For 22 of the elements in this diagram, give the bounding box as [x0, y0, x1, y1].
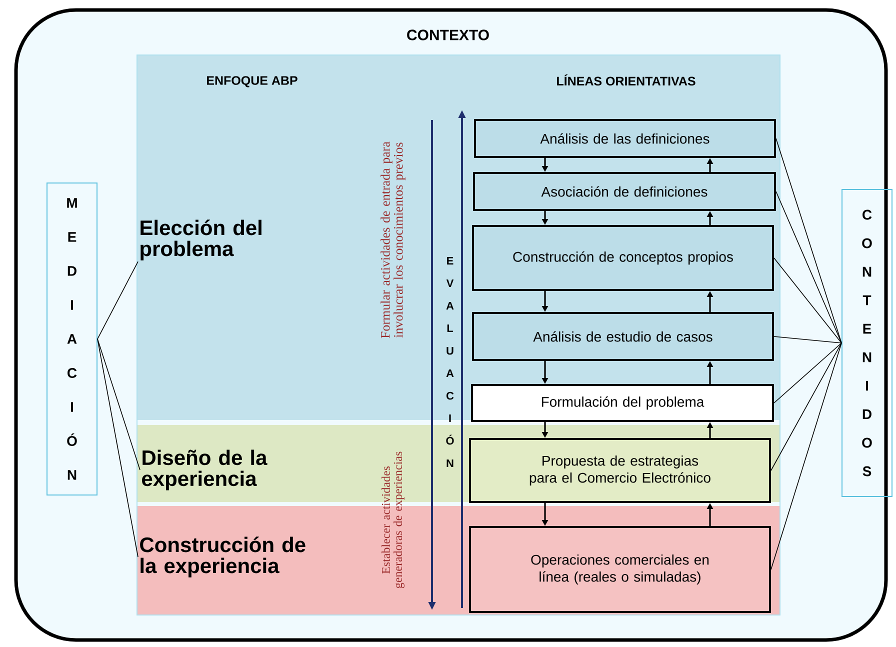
- connector-line: [774, 258, 842, 344]
- step-box: Análisis de las definiciones: [474, 119, 776, 158]
- rotated-note: Establecer actividades generadoras de experiencias: [382, 452, 404, 588]
- stage-heading: Construcción de la experiencia: [140, 536, 306, 578]
- step-box: Construcción de conceptos propios: [472, 225, 774, 291]
- connector-line: [774, 342, 842, 404]
- step-box: Formulación del problema: [471, 384, 774, 422]
- step-box: Análisis de estudio de casos: [472, 312, 774, 361]
- connector-line: [774, 336, 842, 344]
- connector-line: [97, 338, 140, 470]
- rotated-note: Formular actividades de entrada para involucrar los conocimientos previos: [380, 142, 406, 338]
- step-box: Asociación de definiciones: [473, 172, 776, 211]
- step-box: Operaciones comerciales en línea (reales o simuladas): [469, 526, 771, 613]
- vertical-label-box: C O N T E N I D O S: [842, 189, 892, 497]
- connector-line: [776, 191, 842, 344]
- vertical-label-box: M E D I A C I Ó N: [46, 182, 98, 496]
- connector-line: [776, 138, 842, 344]
- step-box: Propuesta de estrategias para el Comercio Electrónico: [469, 438, 771, 503]
- connector-line: [97, 261, 138, 340]
- stage-heading: Diseño de la experiencia: [142, 450, 268, 490]
- vertical-label: E V A L U A C I Ó N: [446, 256, 454, 468]
- stage-heading: Elección del problema: [140, 220, 262, 260]
